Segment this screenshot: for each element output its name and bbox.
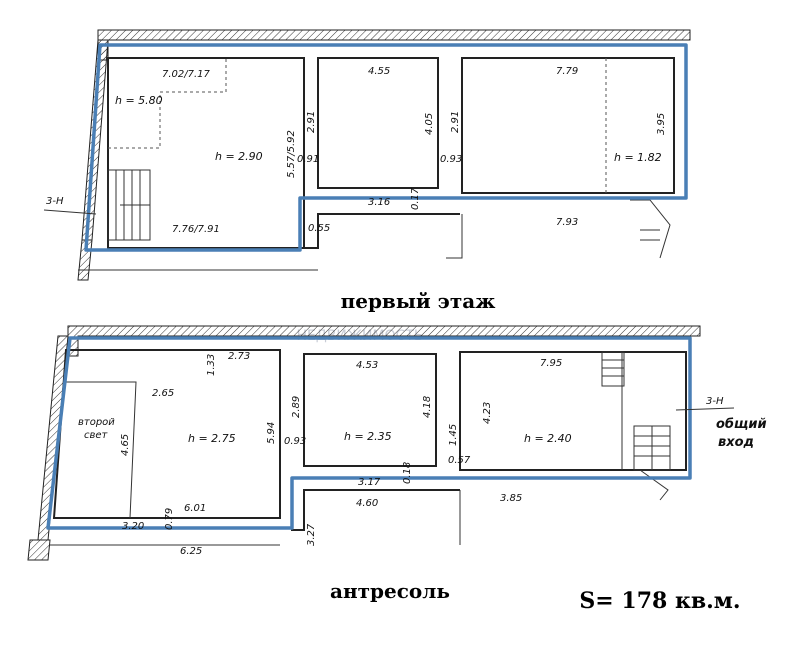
common-entrance-label-2: вход [718, 435, 754, 450]
dim-0-57: 0.57 [448, 455, 471, 466]
first-floor-area-outline [84, 43, 688, 252]
h-2-90-label: h = 2.90 [215, 150, 263, 163]
h-2-75-label: h = 2.75 [188, 432, 236, 445]
mezzanine-area-outline [46, 336, 692, 530]
second-light-label-2: свет [84, 430, 109, 441]
mezzanine-room-b [303, 353, 437, 467]
mezzanine-lower-left-wall [27, 539, 51, 561]
dim-0-93-mezz: 0.93 [284, 436, 306, 447]
first-floor-room-1-mezzanine-line [108, 58, 227, 149]
mezzanine-stairs-lower [633, 425, 671, 471]
first-floor-corridor-wall [303, 200, 460, 249]
mezzanine-stairs-upper [601, 351, 625, 387]
dim-4-53: 4.53 [356, 360, 378, 371]
dim-2-91-a: 2.91 [306, 111, 317, 133]
dim-4-60: 4.60 [356, 498, 378, 509]
dim-6-01: 6.01 [184, 503, 206, 514]
dim-7-93: 7.93 [556, 217, 578, 228]
mezzanine-plan: 1.33 2.73 2.65 второй свет 4.65 h = 2.75… [27, 325, 767, 561]
first-floor-exit-label: 3-Н [46, 196, 64, 207]
dim-0-79: 0.79 [164, 508, 175, 530]
dim-6-25: 6.25 [180, 546, 202, 557]
dim-0-17: 0.17 [410, 187, 421, 210]
dim-3-95: 3.95 [656, 113, 667, 135]
dim-4-23: 4.23 [482, 402, 493, 424]
common-entrance-label-1: общий [716, 417, 767, 432]
first-floor-right-lower-wall [446, 214, 463, 259]
dim-3-16: 3.16 [368, 197, 390, 208]
dim-0-18: 0.18 [402, 462, 413, 484]
dim-0-55: 0.55 [308, 223, 330, 234]
h-1-82-label: h = 1.82 [614, 151, 662, 164]
dim-2-91-b: 2.91 [450, 111, 461, 133]
first-floor-plan: 7.02/7.17 h = 5.80 h = 2.90 7.76/7.91 5.… [43, 29, 691, 281]
dim-4-18: 4.18 [422, 396, 433, 418]
dim-0-93: 0.93 [440, 154, 462, 165]
mezzanine-left-wall [37, 335, 69, 541]
dim-0-91: 0.91 [297, 154, 319, 165]
h-2-40-label: h = 2.40 [524, 432, 572, 445]
total-area-label: S= 178 кв.м. [579, 588, 740, 614]
dim-1-33: 1.33 [206, 354, 217, 376]
dim-7-76: 7.76/7.91 [172, 224, 220, 235]
dim-7-02: 7.02/7.17 [162, 69, 211, 80]
dim-2-89: 2.89 [291, 396, 302, 418]
mezzanine-second-light-boundary [66, 381, 137, 519]
dim-3-27: 3.27 [306, 523, 317, 546]
dim-7-79: 7.79 [556, 66, 578, 77]
first-floor-stairs-left [107, 169, 151, 241]
dim-5-94: 5.94 [266, 422, 277, 444]
dim-2-65: 2.65 [152, 388, 174, 399]
dim-3-85: 3.85 [500, 493, 522, 504]
first-floor-room-3 [461, 57, 675, 194]
h-5-80-label: h = 5.80 [115, 94, 163, 107]
dim-4-65: 4.65 [120, 434, 131, 456]
mezzanine-caption: антресоль [330, 579, 450, 603]
first-floor-caption: первый этаж [341, 289, 496, 313]
dim-7-95: 7.95 [540, 358, 562, 369]
first-floor-exit-arrow [43, 209, 97, 215]
dim-4-55: 4.55 [368, 66, 390, 77]
dim-1-45: 1.45 [448, 424, 459, 446]
h-2-35-label: h = 2.35 [344, 430, 392, 443]
dim-5-57: 5.57/5.92 [286, 130, 297, 178]
first-floor-right-stairs [630, 199, 671, 259]
dim-2-73: 2.73 [228, 351, 250, 362]
mezzanine-exit-label: 3-Н [706, 396, 724, 407]
dim-3-17: 3.17 [358, 477, 381, 488]
mezzanine-room-c [459, 351, 687, 471]
dim-3-20: 3.20 [122, 521, 144, 532]
mezzanine-room-a [52, 349, 281, 519]
mezzanine-entrance-steps [639, 469, 669, 501]
second-light-label-1: второй [78, 417, 115, 428]
dim-4-05: 4.05 [424, 113, 435, 135]
first-floor-room-1 [107, 57, 305, 249]
first-floor-room-2 [317, 57, 439, 189]
mezzanine-exit-arrow [675, 407, 735, 411]
